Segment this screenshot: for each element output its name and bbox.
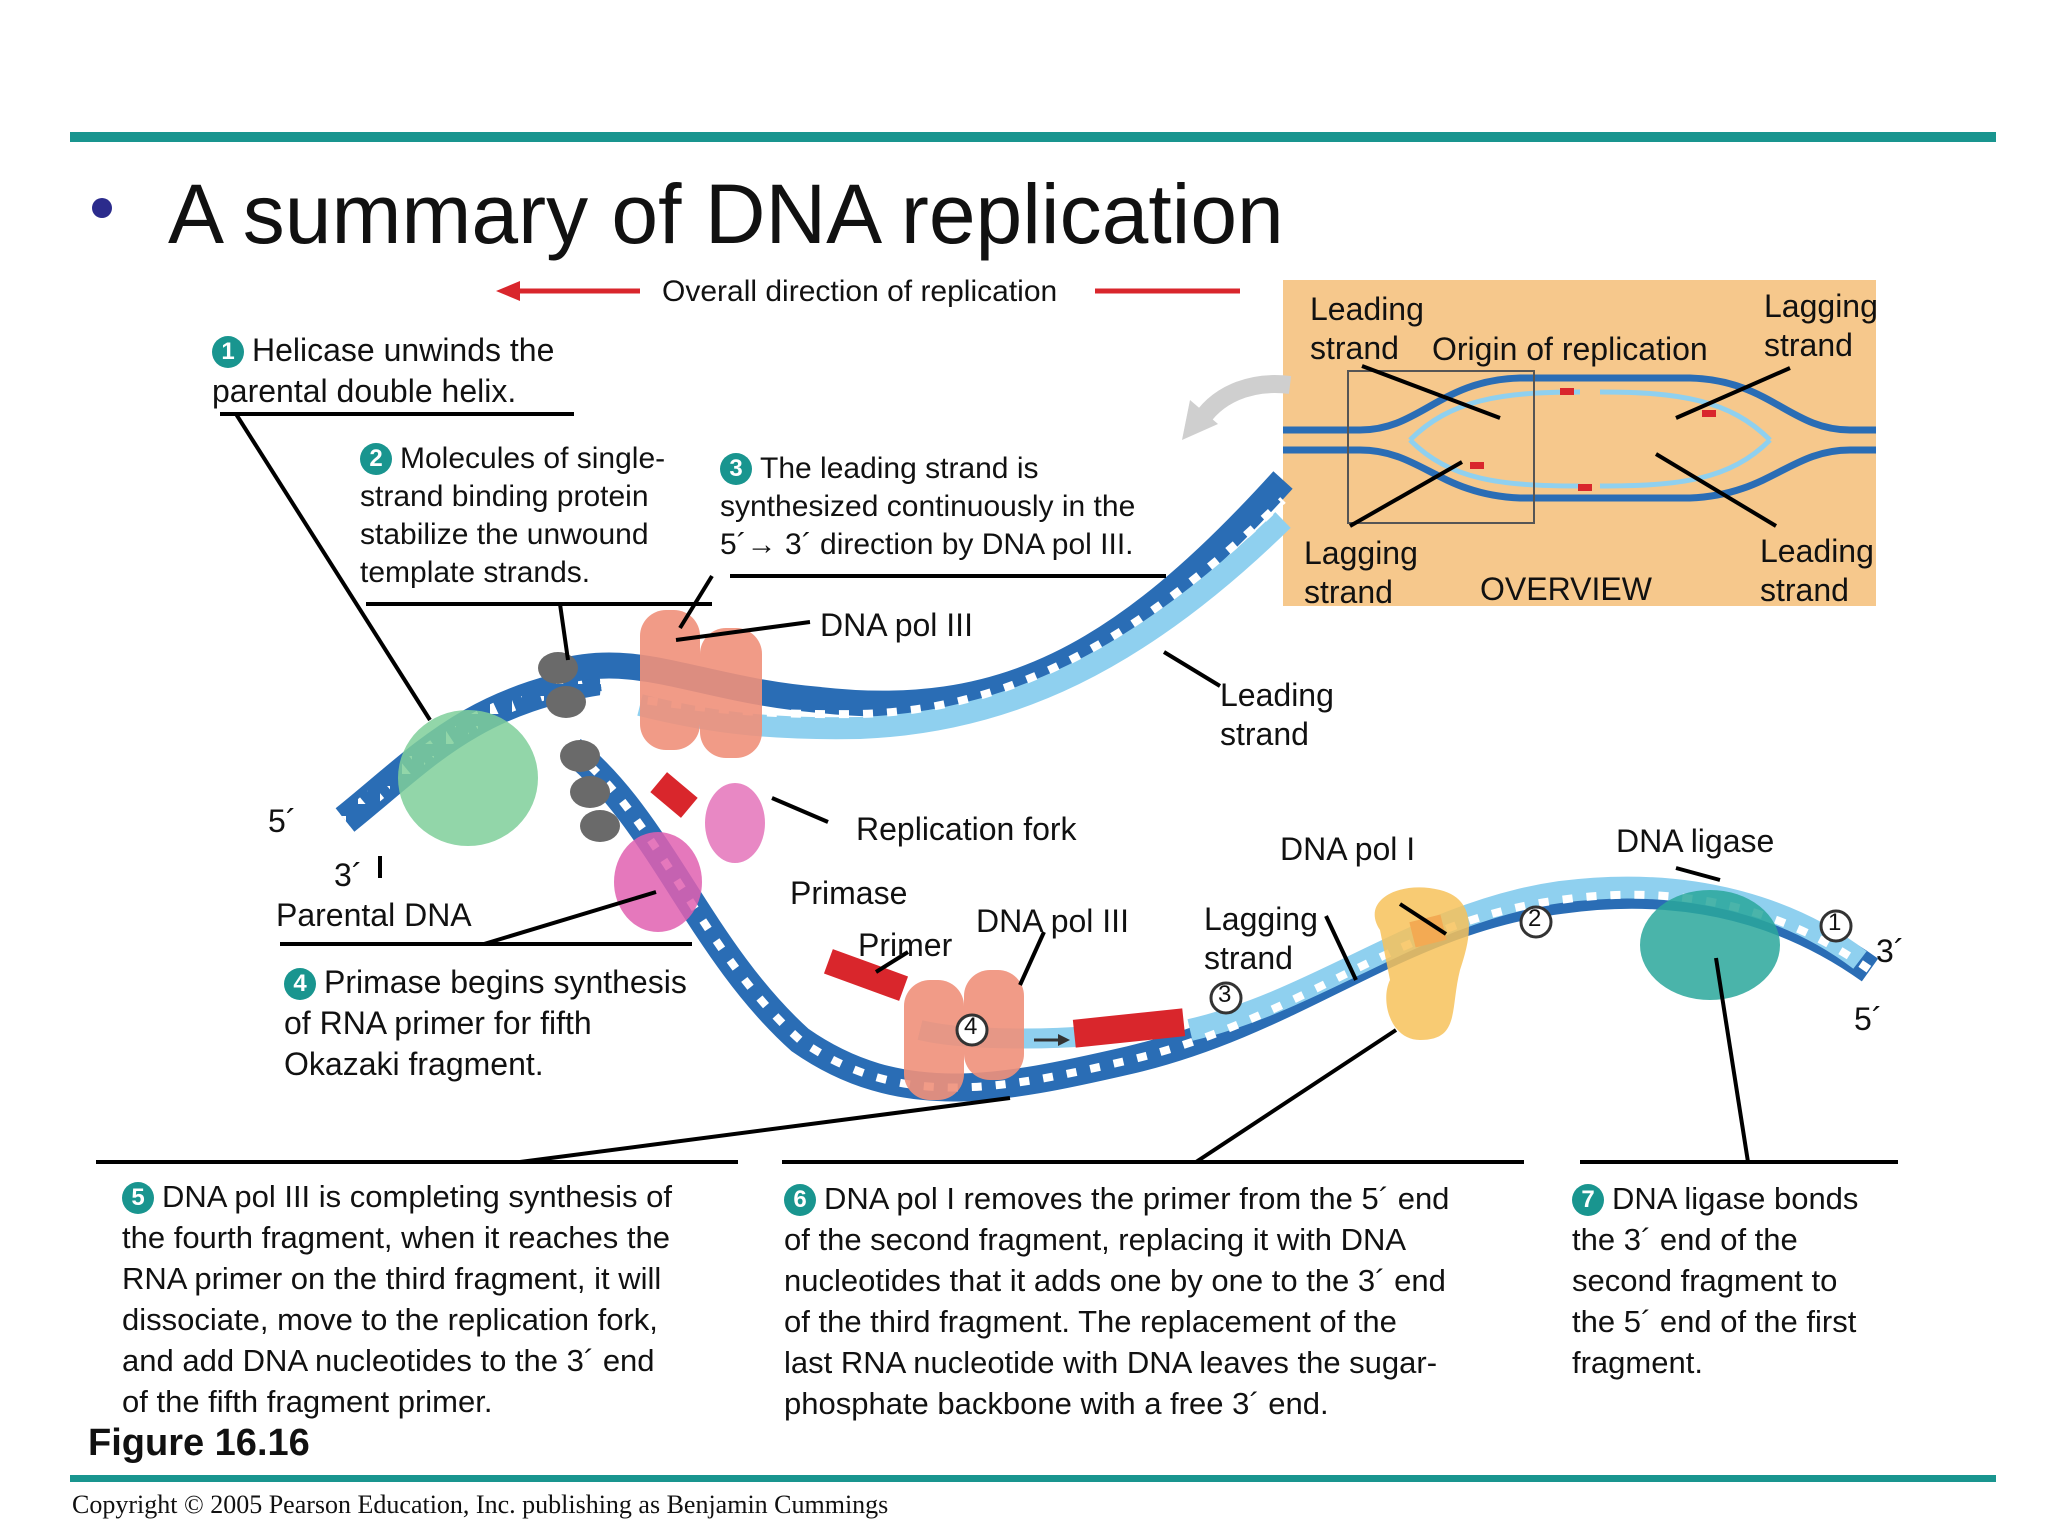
overview-panel (1182, 280, 1876, 606)
dna-pol-i-label: DNA pol I (1280, 831, 1416, 867)
overview-lagging-top-label: Lagging strand (1764, 288, 1878, 364)
fragment-3-label: 3 (1218, 981, 1232, 1008)
dna-ligase-label: DNA ligase (1616, 823, 1775, 859)
dna-pol-iii-bottom-label: DNA pol III (976, 903, 1129, 939)
copyright-notice: Copyright © 2005 Pearson Education, Inc.… (72, 1490, 889, 1519)
step-1-number: 1 (212, 336, 244, 368)
leader-lines (96, 412, 1898, 1164)
overview-lagging-bottom-label: Lagging strand (1304, 535, 1418, 611)
overview-leading-bottom-label: Leading strand (1760, 533, 1874, 609)
five-prime-right-label: 5´ (1854, 1001, 1883, 1037)
fragment-2-label: 2 (1528, 905, 1542, 932)
top-rule (70, 132, 1996, 142)
step-3-text: The leading strand is synthesized contin… (720, 452, 1136, 561)
direction-label: Overall direction of replication (662, 275, 1058, 308)
fragment-markers (955, 905, 1853, 1047)
three-prime-left-label: 3´ (334, 857, 363, 893)
fragment-1-label: 1 (1828, 909, 1842, 936)
five-prime-left-label: 5´ (268, 803, 297, 839)
replication-fork-label: Replication fork (856, 811, 1077, 847)
dna-ligase-shape (1640, 890, 1780, 1000)
fragment-4-label: 4 (964, 1013, 978, 1040)
step-2-number: 2 (360, 443, 392, 475)
step-7-text: DNA ligase bonds the 3´ end of the secon… (1572, 1181, 1859, 1380)
direction-arrow (496, 281, 1240, 301)
step-6-number: 6 (784, 1184, 816, 1216)
title-bullet (92, 198, 112, 218)
dna-pol-iii-bottom-shape (904, 980, 964, 1100)
step-7-number: 7 (1572, 1184, 1604, 1216)
step-5-number: 5 (122, 1182, 154, 1214)
parental-dna-label: Parental DNA (276, 897, 472, 933)
helicase-shape (398, 710, 538, 846)
figure-caption: Figure 16.16 (88, 1422, 310, 1464)
step-5-text: DNA pol III is completing synthesis of t… (122, 1179, 673, 1419)
step-4-text: Primase begins synthesis of RNA primer f… (284, 964, 687, 1082)
dna-pol-iii-top-shape (640, 610, 700, 750)
proteins (538, 610, 1780, 1100)
step-2-text: Molecules of single- strand binding prot… (360, 442, 666, 589)
dna-pol-i-shape (1374, 887, 1469, 1040)
overview-leading-top-label: Leading strand (1310, 291, 1424, 367)
overview-origin-label: Origin of replication (1432, 331, 1708, 367)
step-4-number: 4 (284, 968, 316, 1000)
lagging-strand-label: Lagging strand (1204, 901, 1318, 977)
leading-strand-label: Leading strand (1220, 677, 1334, 753)
primer-label: Primer (858, 927, 953, 963)
primase-shape (614, 832, 702, 932)
step-6-text: DNA pol I removes the primer from the 5´… (784, 1181, 1450, 1421)
overview-title: OVERVIEW (1480, 571, 1652, 607)
dna-pol-iii-top-label: DNA pol III (820, 607, 973, 643)
bottom-rule (70, 1475, 1996, 1482)
primase-label: Primase (790, 875, 908, 911)
step-3-number: 3 (720, 453, 752, 485)
slide-title: A summary of DNA replication (168, 167, 1284, 261)
three-prime-right-label: 3´ (1876, 933, 1905, 969)
step-1-text: Helicase unwinds the parental double hel… (212, 332, 555, 409)
